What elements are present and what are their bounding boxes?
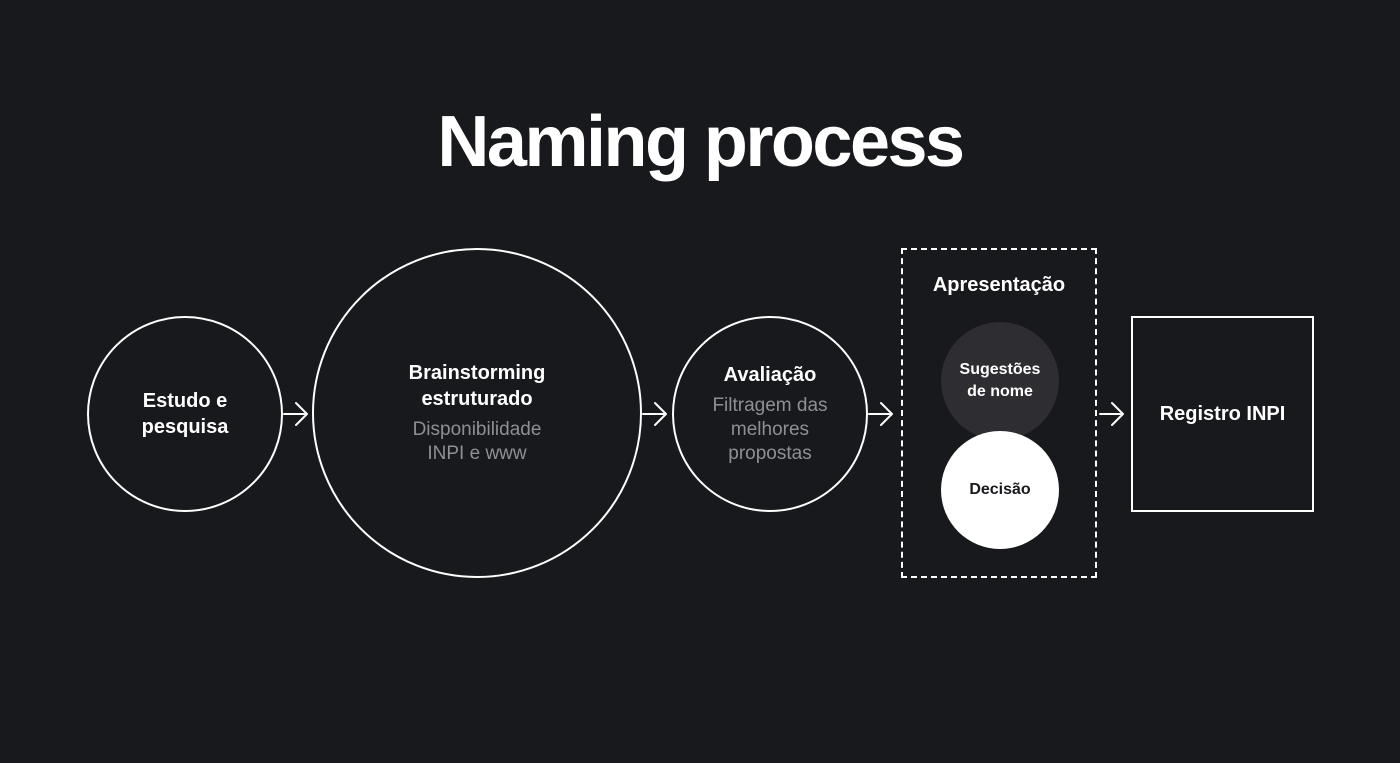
name-suggestions-circle: Sugestões de nome — [941, 322, 1059, 440]
stage-evaluation-subtitle: Filtragem das melhores propostas — [712, 395, 828, 464]
stage-brainstorming-title: Brainstorming estruturado — [408, 362, 546, 410]
arrow-right-icon — [1097, 399, 1127, 429]
stage-research: Estudo e pesquisa — [87, 316, 283, 512]
arrow-right-icon — [281, 399, 311, 429]
diagram-title: Naming process — [437, 102, 965, 182]
stage-research-title: Estudo e pesquisa — [141, 390, 229, 438]
stage-presentation-title: Apresentação — [932, 274, 1066, 296]
decision-circle: Decisão — [941, 431, 1059, 549]
stage-brainstorming-subtitle: Disponibilidade INPI e www — [412, 419, 542, 464]
arrow-right-icon — [640, 399, 670, 429]
stage-presentation-group: Apresentação Sugestões de nome Decisão — [901, 248, 1097, 578]
stage-registration: Registro INPI — [1131, 316, 1314, 512]
stage-evaluation-title: Avaliação — [723, 364, 817, 386]
arrow-right-icon — [866, 399, 896, 429]
stage-brainstorming: Brainstorming estruturado Disponibilidad… — [312, 248, 642, 578]
stage-registration-title: Registro INPI — [1159, 403, 1286, 425]
stage-evaluation: Avaliação Filtragem das melhores propost… — [672, 316, 868, 512]
